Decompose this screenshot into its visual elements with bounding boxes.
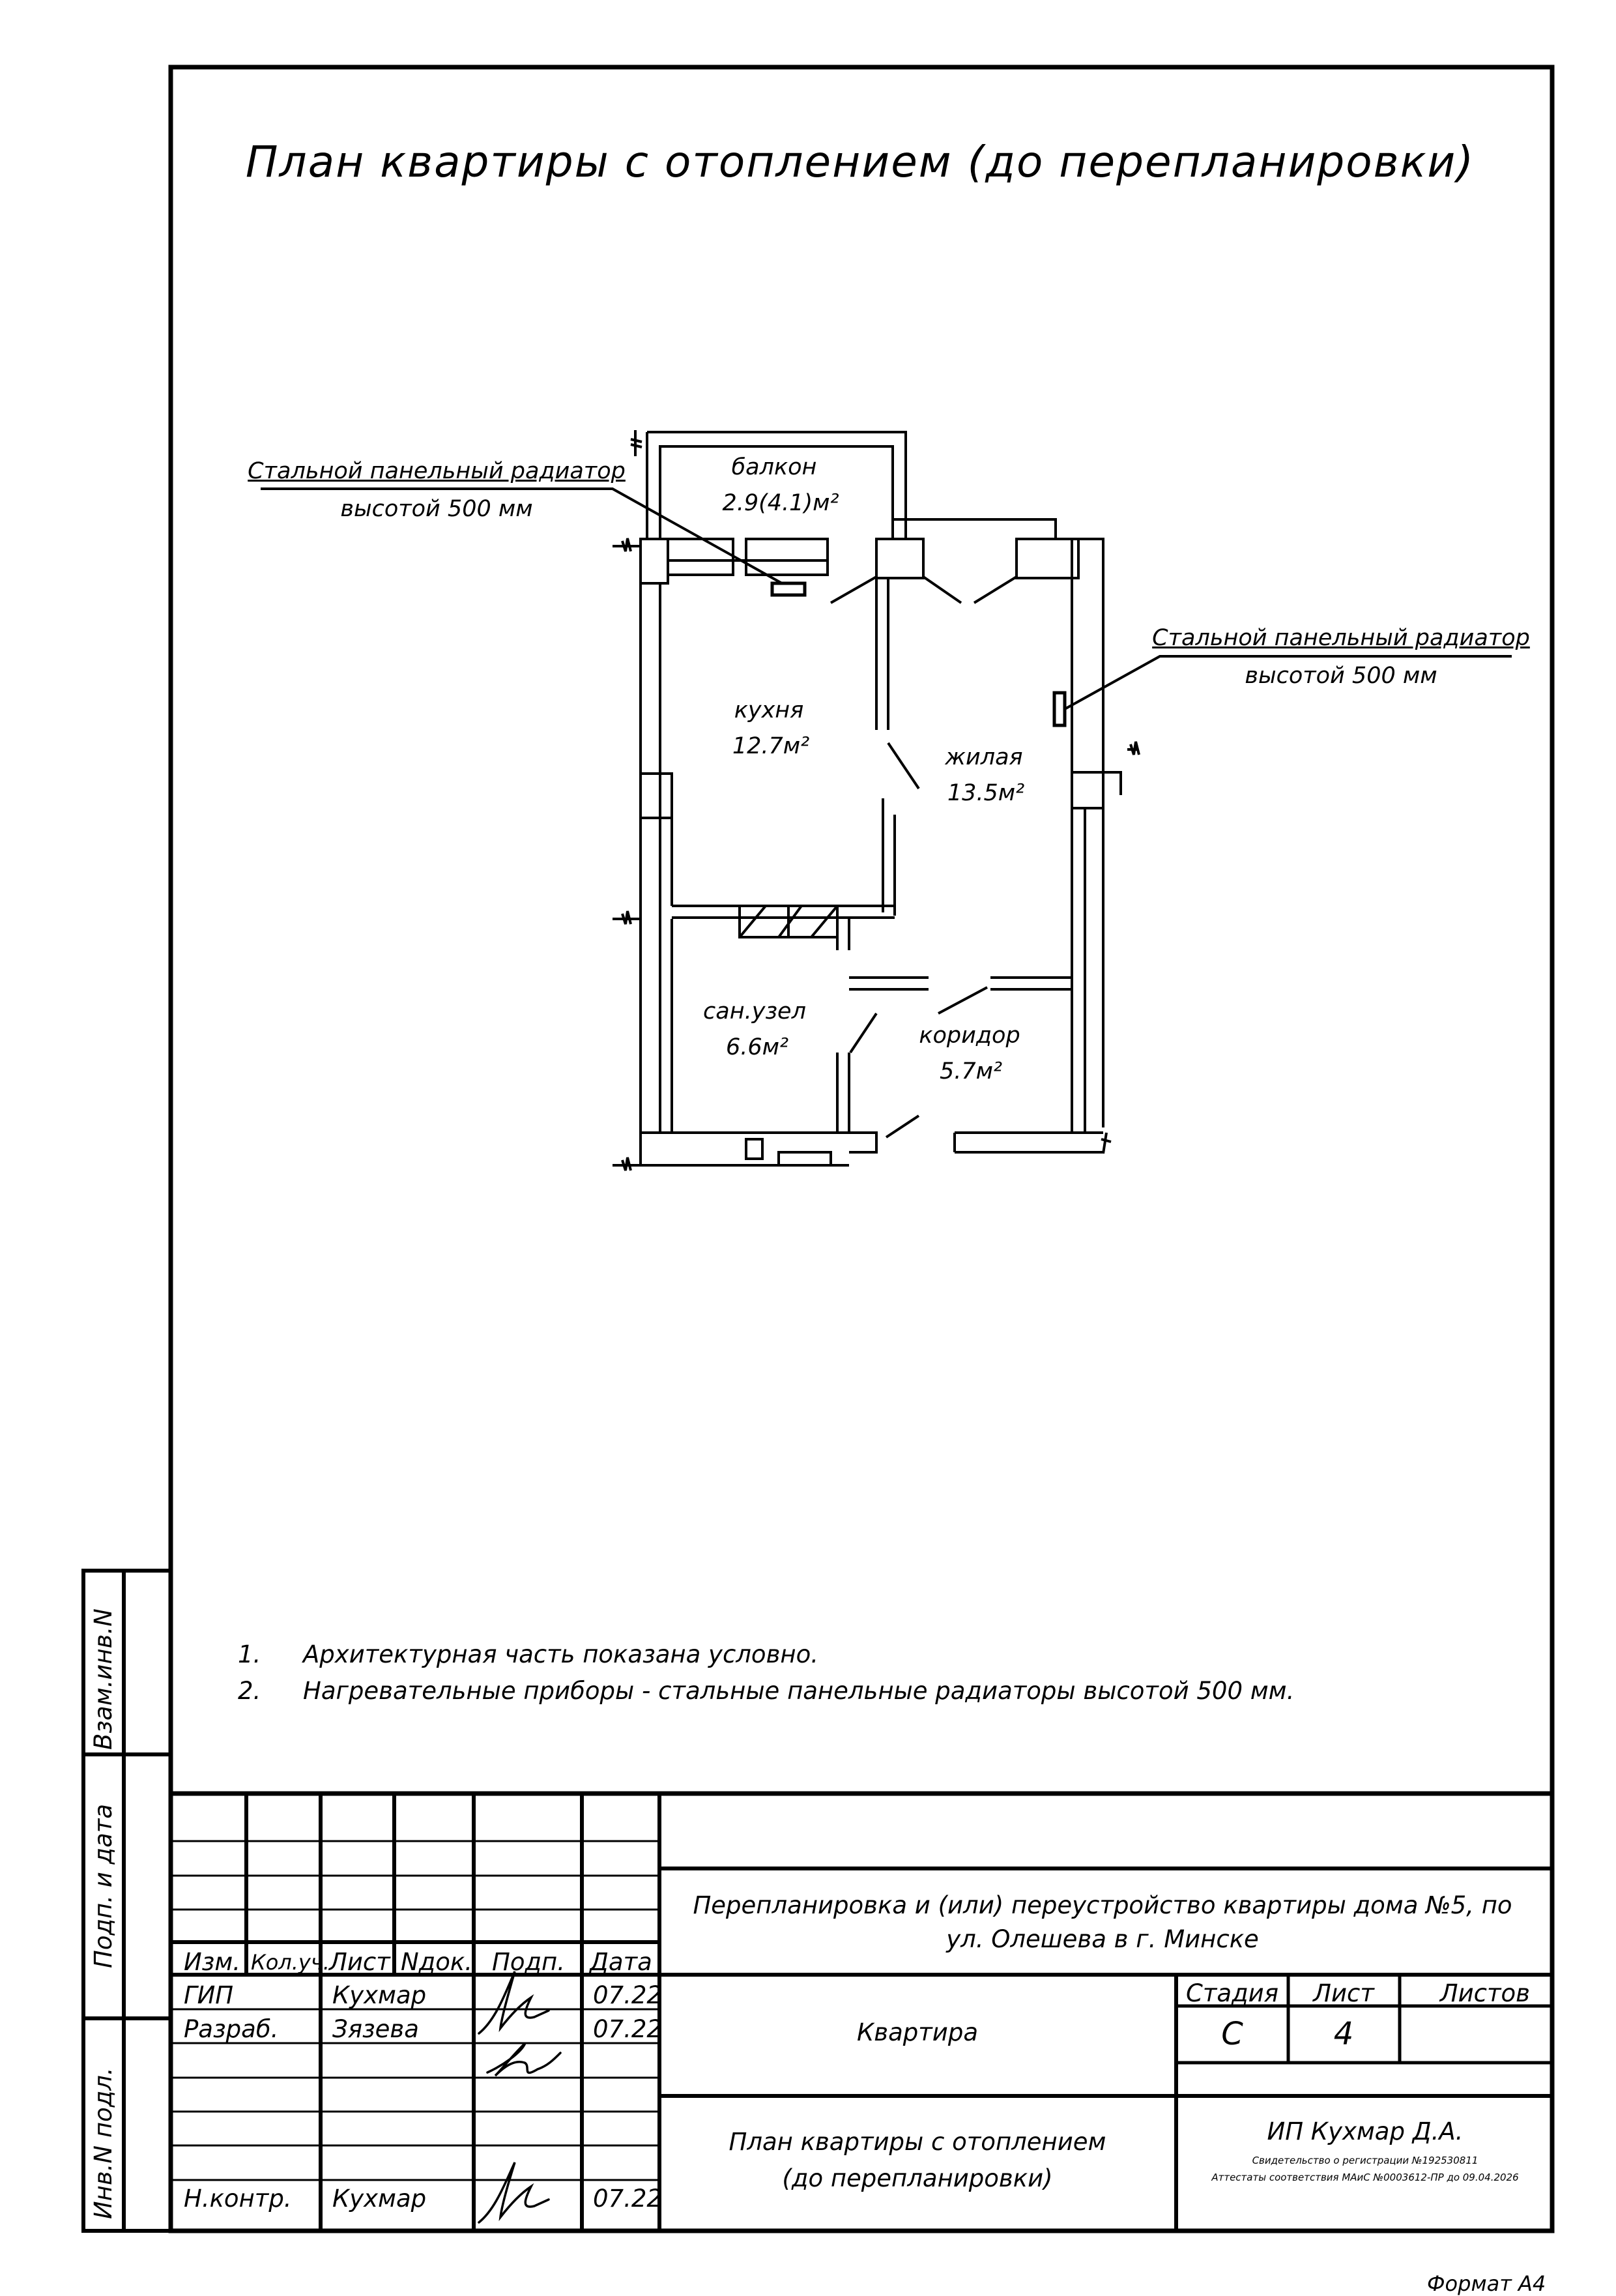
tb-row-gip-name: Кухмар (332, 1981, 427, 2009)
tb-header-podp: Подп. (492, 1948, 565, 1976)
leader-left (261, 487, 783, 585)
tb-company: ИП Кухмар Д.А. (1267, 2117, 1464, 2145)
radiator-callout-right-line1: Стальной панельный радиатор (1152, 625, 1530, 651)
tb-sheet-value: 4 (1333, 2016, 1354, 2052)
room-corridor-area: 5.7м² (939, 1058, 1003, 1084)
room-balcony-area: 2.9(4.1)м² (722, 490, 839, 516)
break-symbol (1101, 1132, 1112, 1154)
tb-row-nkontr-role: Н.контр. (184, 2185, 292, 2213)
room-kitchen-name: кухня (734, 697, 804, 723)
wall-pier-left-top (639, 538, 669, 585)
room-bathroom-name: сан.узел (703, 998, 806, 1024)
drawing-frame (168, 65, 1555, 2233)
room-kitchen-area: 12.7м² (732, 733, 810, 759)
tb-row-razrab-date: 07.22 (593, 2015, 662, 2043)
note-2-number: 2. (238, 1677, 261, 1705)
tb-row-razrab-name: Зязева (332, 2015, 419, 2043)
apartment-plan (261, 430, 1512, 1171)
leader-right (1064, 655, 1512, 710)
side-stamp (81, 1569, 173, 2233)
tb-drawing-line2: (до перепланировки) (782, 2164, 1053, 2192)
tb-row-gip-date: 07.22 (593, 1981, 662, 2009)
room-balcony-name: балкон (731, 454, 817, 480)
tb-cert-registration: Свидетельство о регистрации №192530811 (1252, 2155, 1479, 2166)
room-corridor-name: коридор (919, 1023, 1020, 1049)
tb-sheets-header: Листов (1439, 1979, 1530, 2007)
radiator-callout-left-line1: Стальной панельный радиатор (248, 458, 626, 484)
tb-drawing-line1: План квартиры с отоплением (729, 2128, 1106, 2156)
note-2-text: Нагревательные приборы - стальные панель… (303, 1677, 1295, 1705)
tb-project-line2: ул. Олешева в г. Минске (946, 1925, 1259, 1953)
tb-header-list: Лист (329, 1948, 390, 1976)
break-symbol (613, 910, 641, 925)
break-symbol (613, 538, 641, 552)
room-living-name: жилая (945, 744, 1023, 770)
break-symbol (613, 1157, 641, 1171)
tb-header-ndok: Nдок. (401, 1948, 473, 1976)
tb-stage-header: Стадия (1186, 1979, 1278, 2007)
tb-row-gip-role: ГИП (184, 1981, 234, 2009)
room-bathroom-area: 6.6м² (725, 1034, 789, 1060)
tb-project-line1: Перепланировка и (или) переустройство кв… (693, 1891, 1512, 1919)
tb-cert-attestation: Аттестаты соответствия МАиС №0003612-ПР … (1211, 2172, 1519, 2183)
tb-row-nkontr-name: Кухмар (332, 2185, 427, 2213)
radiator-right (1052, 691, 1067, 727)
tb-stage-value: С (1221, 2016, 1243, 2052)
kitchen-window-wall (667, 538, 734, 576)
radiator-left (770, 581, 807, 597)
side-label-vzam: Взам.инв.N (89, 1608, 117, 1750)
side-label-podp: Подп. и дата (89, 1803, 117, 1968)
tb-sheet-header: Лист (1313, 1979, 1374, 2007)
format-label: Формат А4 (1427, 2271, 1546, 2296)
radiator-callout-left-line2: высотой 500 мм (340, 496, 533, 522)
side-label-inv: Инв.N подл. (89, 2067, 117, 2219)
left-wall (639, 583, 661, 1133)
title-block-grid (171, 1791, 1552, 2231)
tb-header-data: Дата (590, 1948, 652, 1976)
tb-header-izm: Изм. (184, 1948, 241, 1976)
tb-header-kolch: Кол.уч. (251, 1950, 330, 1975)
tb-row-razrab-role: Разраб. (184, 2015, 279, 2043)
tb-object: Квартира (857, 2018, 978, 2046)
radiator-callout-right-line2: высотой 500 мм (1245, 663, 1437, 689)
room-living-area: 13.5м² (947, 780, 1025, 806)
wall-pier-left-mid (639, 772, 673, 819)
break-symbol (1127, 741, 1140, 755)
balcony-walls (647, 431, 907, 540)
note-1-number: 1. (238, 1640, 261, 1668)
drawing-title: План квартиры с отоплением (до переплани… (245, 137, 1475, 187)
tb-row-nkontr-date: 07.22 (593, 2185, 662, 2213)
signature-marks (478, 1971, 562, 2224)
note-1-text: Архитектурная часть показана условно. (303, 1640, 818, 1668)
